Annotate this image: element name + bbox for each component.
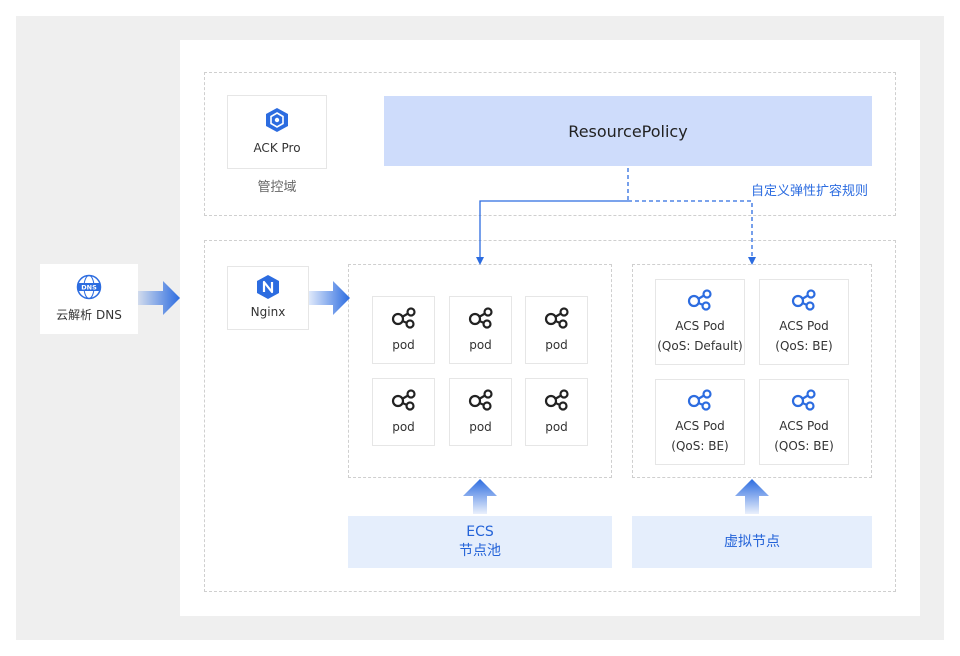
nginx-to-pods-arrow — [309, 281, 350, 315]
ecs-pod-card: pod — [525, 378, 588, 446]
acs-pod-qos: (QoS: BE) — [671, 439, 729, 453]
acs-pod-name: ACS Pod — [675, 319, 725, 333]
data-plane-region — [204, 240, 896, 592]
control-plane-caption: 管控域 — [257, 180, 297, 195]
acs-pod-name: ACS Pod — [779, 319, 829, 333]
pod-cluster-icon — [687, 389, 712, 411]
acs-pod-card: ACS Pod (QOS: BE) — [759, 379, 849, 465]
acs-pod-name: ACS Pod — [779, 419, 829, 433]
policy-to-ecs-line — [479, 200, 628, 258]
virtual-pool-label-text: 虚拟节点 — [724, 533, 780, 550]
pod-cluster-icon — [791, 389, 816, 411]
ecs-pool-label-line1: ECS — [466, 524, 494, 540]
ecs-pod-card: pod — [449, 378, 512, 446]
pod-cluster-icon — [687, 289, 712, 311]
pod-cluster-icon — [544, 389, 569, 411]
acs-pod-card: ACS Pod (QoS: BE) — [759, 279, 849, 365]
acs-pod-qos: (QoS: Default) — [657, 339, 743, 353]
svg-text:DNS: DNS — [81, 284, 97, 292]
pod-cluster-icon — [544, 307, 569, 329]
pod-cluster-icon — [468, 389, 493, 411]
pod-label: pod — [545, 338, 568, 352]
ecs-pool-label-line2: 节点池 — [459, 543, 501, 559]
acs-pod-card: ACS Pod (QoS: Default) — [655, 279, 745, 365]
policy-to-virtual-line — [628, 200, 753, 258]
nginx-label: Nginx — [250, 305, 286, 319]
control-plane-region — [204, 72, 896, 216]
ecs-pod-card: pod — [372, 296, 435, 364]
acs-pod-qos: (QoS: BE) — [775, 339, 833, 353]
dns-card: DNS 云解析 DNS — [40, 264, 138, 334]
nginx-n-icon — [257, 275, 279, 299]
pod-label: pod — [392, 420, 415, 434]
ack-pro-card: ACK Pro — [227, 95, 327, 169]
pod-cluster-icon — [468, 307, 493, 329]
resource-policy-bar: ResourcePolicy — [384, 96, 872, 166]
policy-to-ecs-arrowhead — [476, 257, 484, 265]
ecs-pod-card: pod — [449, 296, 512, 364]
pod-cluster-icon — [391, 307, 416, 329]
acs-pod-qos: (QOS: BE) — [774, 439, 834, 453]
ecs-pool-up-arrow — [463, 479, 497, 514]
nginx-card: Nginx — [227, 266, 309, 330]
dns-to-cluster-arrow — [138, 281, 180, 315]
ecs-node-pool-label: ECS 节点池 — [348, 516, 612, 568]
ack-hexagon-icon — [266, 108, 288, 132]
acs-pod-card: ACS Pod (QoS: BE) — [655, 379, 745, 465]
ecs-pod-card: pod — [372, 378, 435, 446]
ack-pro-label: ACK Pro — [253, 141, 301, 155]
pod-cluster-icon — [791, 289, 816, 311]
pod-label: pod — [545, 420, 568, 434]
pod-label: pod — [469, 338, 492, 352]
policy-annotation: 自定义弹性扩容规则 — [750, 184, 868, 199]
dns-label: 云解析 DNS — [56, 308, 122, 322]
pod-label: pod — [469, 420, 492, 434]
dns-globe-icon: DNS — [76, 274, 102, 300]
virtual-pool-up-arrow — [735, 479, 769, 514]
pod-cluster-icon — [391, 389, 416, 411]
policy-to-virtual-arrowhead — [748, 257, 756, 265]
virtual-node-label: 虚拟节点 — [632, 516, 872, 568]
ecs-pod-card: pod — [525, 296, 588, 364]
acs-pod-name: ACS Pod — [675, 419, 725, 433]
pod-label: pod — [392, 338, 415, 352]
